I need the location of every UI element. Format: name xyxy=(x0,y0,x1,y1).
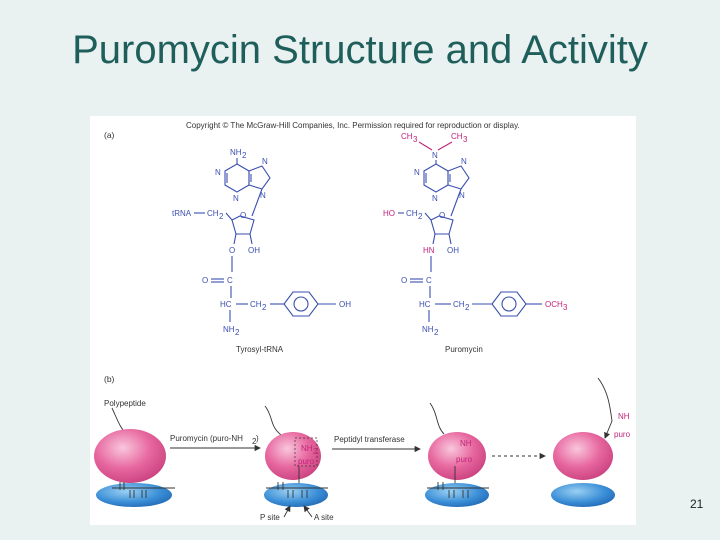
puromycin-name: Puromycin xyxy=(445,345,483,354)
svg-text:NH: NH xyxy=(223,325,235,334)
svg-text:N: N xyxy=(432,151,438,160)
puromycin-arrow-label: Puromycin (puro-NH xyxy=(170,434,243,443)
svg-text:C: C xyxy=(227,276,233,285)
p-site-label: P site xyxy=(260,513,280,522)
svg-text:NH: NH xyxy=(460,439,472,448)
svg-text:puro: puro xyxy=(298,457,315,466)
svg-text:CH: CH xyxy=(406,209,418,218)
svg-text:N: N xyxy=(459,191,465,200)
right-ho-label: HO xyxy=(383,209,395,218)
puromycin-diagram: Copyright © The McGraw-Hill Companies, I… xyxy=(94,121,631,522)
svg-text:CH: CH xyxy=(250,300,262,309)
a-site-label: A site xyxy=(314,513,334,522)
svg-text:OH: OH xyxy=(248,246,260,255)
svg-text:CH: CH xyxy=(207,209,219,218)
svg-text:N: N xyxy=(260,191,266,200)
panel-a-label: (a) xyxy=(104,130,115,140)
svg-text:2: 2 xyxy=(252,437,257,446)
svg-text:2: 2 xyxy=(313,447,318,456)
svg-text:HC: HC xyxy=(220,300,232,309)
svg-text:puro: puro xyxy=(456,455,473,464)
svg-text:2: 2 xyxy=(418,212,423,221)
page-number: 21 xyxy=(690,497,704,511)
ribosome-2: NH 2 puro xyxy=(264,405,328,507)
svg-text:OCH: OCH xyxy=(545,300,563,309)
svg-text:2: 2 xyxy=(242,151,247,160)
svg-text:2: 2 xyxy=(434,328,439,337)
puromycin-structure: CH 3 CH 3 N N N N N HO CH 2 O H xyxy=(383,132,568,354)
svg-text:NH: NH xyxy=(422,325,434,334)
svg-text:O: O xyxy=(240,211,246,220)
copyright-text: Copyright © The McGraw-Hill Companies, I… xyxy=(186,121,520,130)
svg-text:N: N xyxy=(432,194,438,203)
svg-text:3: 3 xyxy=(413,135,418,144)
svg-text:O: O xyxy=(229,246,235,255)
svg-text:N: N xyxy=(262,157,268,166)
figure-panel: Copyright © The McGraw-Hill Companies, I… xyxy=(90,116,636,525)
svg-text:O: O xyxy=(202,276,208,285)
left-trna-label: tRNA xyxy=(172,209,192,218)
svg-text:N: N xyxy=(461,157,467,166)
slide-title: Puromycin Structure and Activity xyxy=(72,28,648,72)
svg-text:NH: NH xyxy=(301,444,313,453)
ribosome-3: NH puro xyxy=(425,402,489,507)
svg-text:CH: CH xyxy=(401,132,413,141)
svg-text:3: 3 xyxy=(563,303,568,312)
svg-text:2: 2 xyxy=(219,212,224,221)
polypeptide-label: Polypeptide xyxy=(104,399,146,408)
ribosome-4: NH puro xyxy=(551,377,631,507)
svg-text:HC: HC xyxy=(419,300,431,309)
svg-text:HN: HN xyxy=(423,246,435,255)
svg-text:NH: NH xyxy=(618,412,630,421)
svg-text:CH: CH xyxy=(453,300,465,309)
svg-text:C: C xyxy=(426,276,432,285)
svg-text:N: N xyxy=(215,168,221,177)
panel-b-label: (b) xyxy=(104,374,115,384)
svg-text:3: 3 xyxy=(463,135,468,144)
peptidyl-transferase-label: Peptidyl transferase xyxy=(334,435,405,444)
svg-text:OH: OH xyxy=(447,246,459,255)
svg-text:N: N xyxy=(414,168,420,177)
svg-text:O: O xyxy=(401,276,407,285)
svg-text:): ) xyxy=(256,434,259,443)
svg-text:OH: OH xyxy=(339,300,351,309)
svg-text:O: O xyxy=(439,211,445,220)
tyrosyl-trna-name: Tyrosyl-tRNA xyxy=(236,345,284,354)
svg-text:2: 2 xyxy=(465,303,470,312)
left-nh2-top: NH xyxy=(230,148,242,157)
svg-text:puro: puro xyxy=(614,430,631,439)
ribosome-1 xyxy=(94,429,175,507)
svg-text:CH: CH xyxy=(451,132,463,141)
svg-text:N: N xyxy=(233,194,239,203)
tyrosyl-trna-structure: NH 2 N N N N tRNA CH 2 O O OH xyxy=(172,148,351,354)
svg-text:2: 2 xyxy=(235,328,240,337)
svg-text:2: 2 xyxy=(262,303,267,312)
